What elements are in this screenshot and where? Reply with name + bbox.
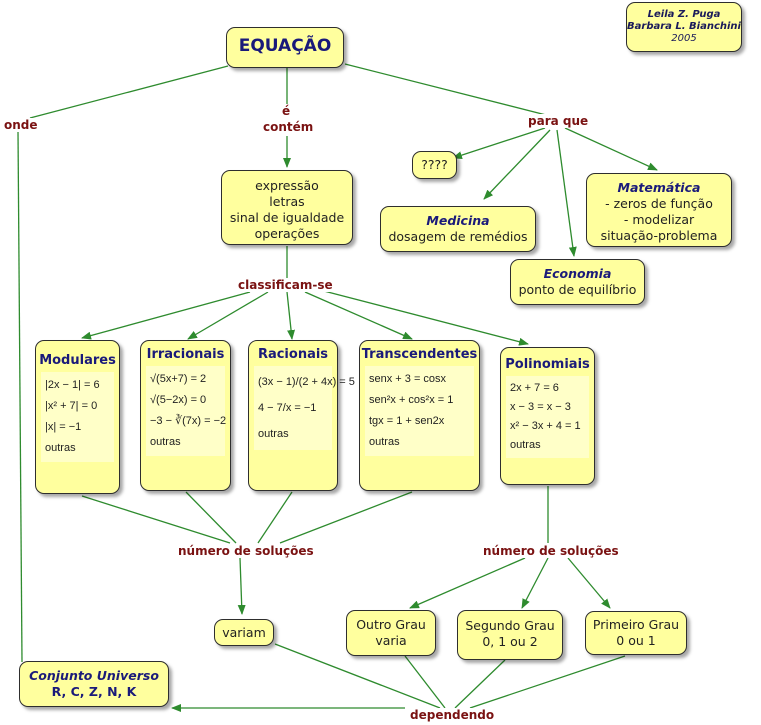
medicina-text: dosagem de remédios — [388, 229, 528, 244]
link-label-classificam-se: classificam-se — [237, 278, 334, 292]
transcendentes-equations: senx + 3 = cosx sen²x + cos²x = 1 tgx = … — [365, 366, 474, 456]
credits-box: Leila Z. Puga Barbara L. Bianchini 2005 — [626, 2, 742, 52]
segundo-grau-line-1: Segundo Grau — [465, 618, 555, 633]
irracionais-title: Irracionais — [146, 347, 225, 362]
modulares-title: Modulares — [39, 353, 116, 368]
irracionais-eq-3: −3 − ∛(7x) = −2 — [150, 415, 227, 427]
concept-contem[interactable]: expressão letras sinal de igualdade oper… — [221, 170, 353, 245]
polinomiais-other: outras — [510, 439, 541, 451]
credit-author-2: Barbara L. Bianchini — [627, 21, 741, 32]
matematica-line-1: - zeros de função — [605, 196, 713, 211]
credit-year: 2005 — [671, 33, 697, 44]
modulares-eq-3: |x| = −1 — [45, 421, 82, 433]
link-label-contem: contém — [262, 120, 315, 134]
degree-outro-grau[interactable]: Outro Grau varia — [346, 610, 436, 656]
concept-medicina[interactable]: Medicina dosagem de remédios — [380, 206, 536, 252]
root-concept-equacao[interactable]: EQUAÇÃO — [226, 27, 344, 68]
racionais-other: outras — [258, 428, 289, 440]
contem-line-4: operações — [254, 226, 320, 241]
type-modulares[interactable]: Modulares |2x − 1| = 6 |x² + 7| = 0 |x| … — [35, 340, 120, 494]
medicina-title: Medicina — [426, 213, 490, 228]
irracionais-equations: √(5x+7) = 2 √(5−2x) = 0 −3 − ∛(7x) = −2 … — [146, 366, 227, 456]
universo-title: Conjunto Universo — [29, 668, 159, 683]
polinomiais-title: Polinomiais — [505, 357, 590, 372]
link-label-onde: onde — [3, 118, 39, 132]
transcendentes-other: outras — [369, 436, 400, 448]
matematica-title: Matemática — [617, 180, 701, 195]
polinomiais-eq-1: 2x + 7 = 6 — [510, 382, 559, 394]
primeiro-grau-line-1: Primeiro Grau — [592, 617, 680, 632]
polinomiais-eq-3: x² − 3x + 4 = 1 — [510, 420, 581, 432]
modulares-other: outras — [45, 442, 76, 454]
type-irracionais[interactable]: Irracionais √(5x+7) = 2 √(5−2x) = 0 −3 −… — [140, 340, 231, 491]
root-title: EQUAÇÃO — [238, 36, 332, 56]
outro-grau-line-1: Outro Grau — [356, 617, 426, 632]
irracionais-eq-2: √(5−2x) = 0 — [150, 394, 207, 406]
contem-line-2: letras — [269, 194, 305, 209]
concept-economia[interactable]: Economia ponto de equilíbrio — [510, 259, 645, 305]
transcendentes-eq-3: tgx = 1 + sen2x — [369, 415, 445, 427]
link-label-dependendo: dependendo — [409, 708, 496, 722]
contem-line-1: expressão — [255, 178, 319, 193]
matematica-line-2: - modelizar — [623, 212, 695, 227]
economia-title: Economia — [543, 266, 612, 281]
link-label-para-que: para que — [527, 114, 590, 128]
racionais-equations: (3x − 1)/(2 + 4x) = 5 4 − 7/x = −1 outra… — [254, 366, 355, 450]
modulares-eq-2: |x² + 7| = 0 — [45, 400, 98, 412]
concept-variam[interactable]: variam — [214, 619, 274, 646]
degree-segundo-grau[interactable]: Segundo Grau 0, 1 ou 2 — [457, 610, 563, 660]
type-transcendentes[interactable]: Transcendentes senx + 3 = cosx sen²x + c… — [359, 340, 480, 491]
modulares-eq-1: |2x − 1| = 6 — [45, 379, 100, 391]
variam-label: variam — [222, 625, 266, 640]
type-racionais[interactable]: Racionais (3x − 1)/(2 + 4x) = 5 4 − 7/x … — [248, 340, 355, 491]
link-label-numero-solucoes-right: número de soluções — [482, 544, 620, 558]
irracionais-eq-1: √(5x+7) = 2 — [150, 373, 207, 385]
irracionais-other: outras — [150, 436, 181, 448]
unknown-label: ???? — [421, 157, 448, 172]
transcendentes-eq-1: senx + 3 = cosx — [369, 373, 447, 385]
credit-author-1: Leila Z. Puga — [647, 9, 721, 20]
matematica-line-3: situação-problema — [600, 228, 718, 243]
transcendentes-title: Transcendentes — [361, 347, 478, 362]
concept-unknown[interactable]: ???? — [412, 151, 457, 179]
racionais-title: Racionais — [257, 347, 329, 362]
polinomiais-equations: 2x + 7 = 6 x − 3 = x − 3 x² − 3x + 4 = 1… — [506, 376, 589, 458]
racionais-eq-2: 4 − 7/x = −1 — [258, 402, 317, 414]
concept-conjunto-universo[interactable]: Conjunto Universo R, C, Z, N, K — [19, 661, 169, 707]
segundo-grau-line-2: 0, 1 ou 2 — [482, 634, 538, 649]
type-polinomiais[interactable]: Polinomiais 2x + 7 = 6 x − 3 = x − 3 x² … — [500, 347, 595, 485]
primeiro-grau-line-2: 0 ou 1 — [616, 633, 656, 648]
universo-sets: R, C, Z, N, K — [51, 684, 137, 699]
economia-text: ponto de equilíbrio — [518, 282, 637, 297]
polinomiais-eq-2: x − 3 = x − 3 — [510, 401, 571, 413]
concept-matematica[interactable]: Matemática - zeros de função - modelizar… — [586, 173, 732, 247]
transcendentes-eq-2: sen²x + cos²x = 1 — [369, 394, 454, 406]
contem-line-3: sinal de igualdade — [229, 210, 345, 225]
degree-primeiro-grau[interactable]: Primeiro Grau 0 ou 1 — [585, 611, 687, 655]
modulares-equations: |2x − 1| = 6 |x² + 7| = 0 |x| = −1 outra… — [41, 372, 114, 462]
outro-grau-line-2: varia — [375, 633, 407, 648]
link-label-numero-solucoes-left: número de soluções — [177, 544, 315, 558]
link-label-e: é — [281, 104, 292, 118]
racionais-eq-1: (3x − 1)/(2 + 4x) = 5 — [258, 376, 355, 388]
